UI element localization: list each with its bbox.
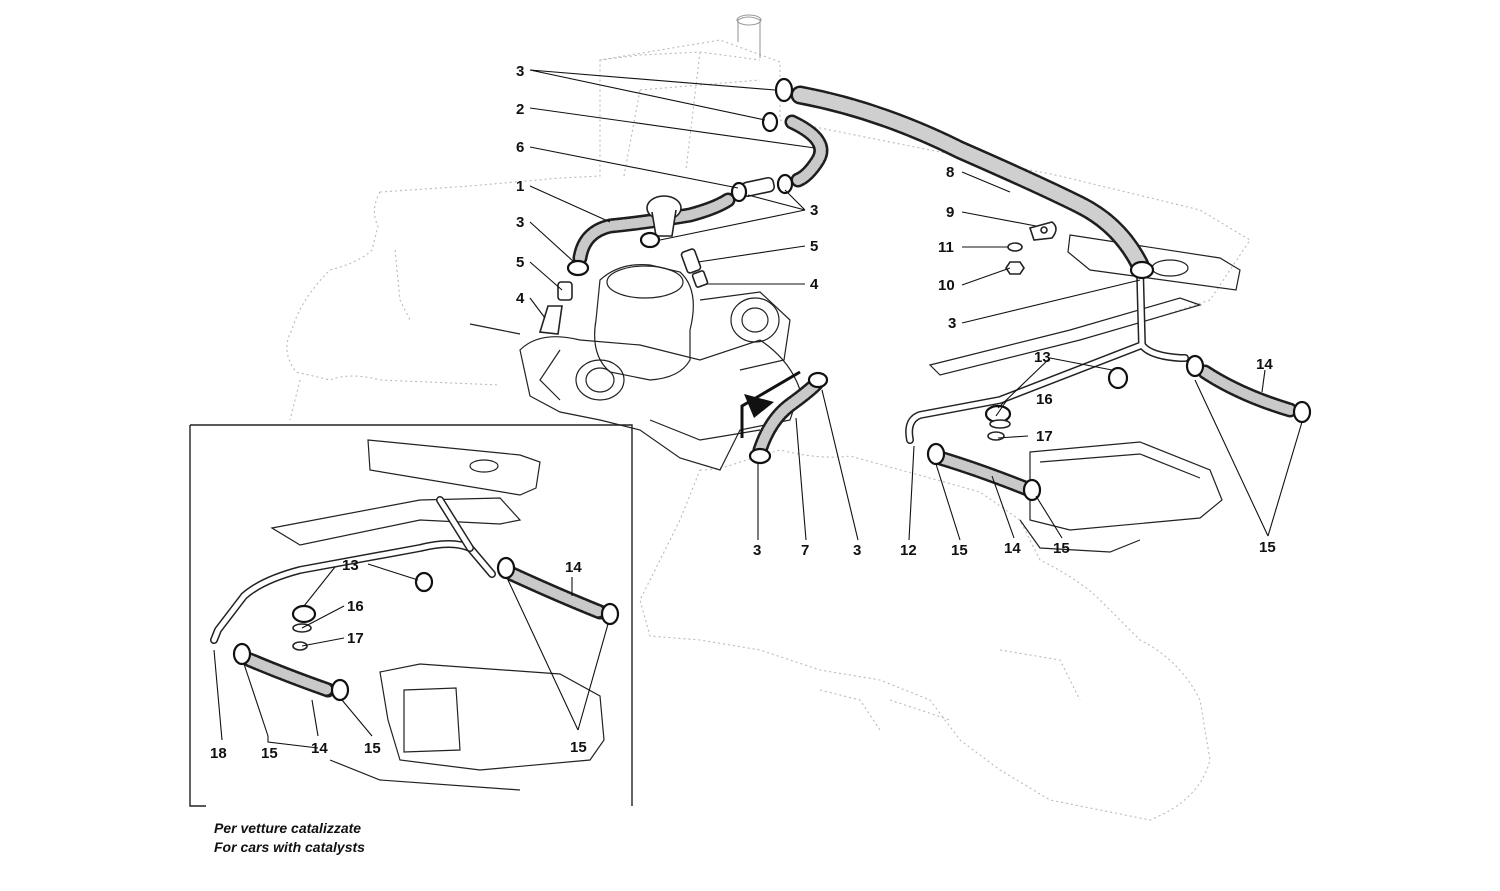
- hose-14-lower: [932, 450, 1038, 498]
- callout-14: 14: [311, 740, 328, 757]
- callout-12: 12: [900, 542, 917, 559]
- callout-15: 15: [364, 740, 381, 757]
- callout-15: 15: [1053, 540, 1070, 557]
- valve-4-right: [680, 248, 709, 288]
- hose-14-right: [1197, 364, 1298, 418]
- engine-outline: [286, 14, 1251, 821]
- hose-clamps: [566, 77, 1312, 502]
- callout-3: 3: [853, 542, 861, 559]
- hose-1: [572, 192, 736, 266]
- callout-14: 14: [1004, 540, 1021, 557]
- callout-17: 17: [1036, 428, 1053, 445]
- callout-15: 15: [570, 739, 587, 756]
- callout-15: 15: [1259, 539, 1276, 556]
- callout-8: 8: [946, 164, 954, 181]
- inset-caption-italian: Per vetture catalizzate: [214, 820, 362, 836]
- pipe-12: [905, 266, 1189, 444]
- inset-catalyst: 13 14 16 17 18 15 14 15 15: [189, 424, 633, 807]
- callout-2: 2: [516, 101, 524, 118]
- callout-14: 14: [1256, 356, 1273, 373]
- callout-4: 4: [516, 290, 525, 307]
- callout-5: 5: [810, 238, 818, 255]
- callout-6: 6: [516, 139, 524, 156]
- callout-3: 3: [948, 315, 956, 332]
- callout-17: 17: [347, 630, 364, 647]
- callout-13: 13: [1034, 349, 1051, 366]
- inset-caption-english: For cars with catalysts: [214, 839, 365, 855]
- callout-5: 5: [516, 254, 524, 271]
- callout-15: 15: [261, 745, 278, 762]
- callout-9: 9: [946, 204, 954, 221]
- tee-fitting: [646, 195, 682, 237]
- callout-15: 15: [951, 542, 968, 559]
- main-callouts: 3 2 6 1 3 5 4 3 5 4 8 9 11 10 3 13 14 16…: [516, 63, 1276, 559]
- callout-16: 16: [1036, 391, 1053, 408]
- throttle-body-assembly: [469, 263, 801, 471]
- callout-10: 10: [938, 277, 955, 294]
- bracket-9: [1005, 221, 1057, 275]
- hose-8: [790, 85, 1150, 275]
- callout-3: 3: [516, 63, 524, 80]
- callout-1: 1: [516, 178, 524, 195]
- callout-13: 13: [342, 557, 359, 574]
- callout-3: 3: [753, 542, 761, 559]
- callout-4: 4: [810, 276, 819, 293]
- leader-lines: [529, 69, 1303, 541]
- callout-16: 16: [347, 598, 364, 615]
- callout-7: 7: [801, 542, 809, 559]
- callout-3: 3: [516, 214, 524, 231]
- callout-18: 18: [210, 745, 227, 762]
- callout-14: 14: [565, 559, 582, 576]
- callout-3: 3: [810, 202, 818, 219]
- section-marker: [740, 370, 801, 438]
- hose-2: [784, 114, 829, 188]
- canister-tank: [928, 234, 1241, 553]
- valve-4-left: [538, 281, 573, 335]
- callout-11: 11: [938, 239, 954, 256]
- hose-7: [752, 376, 824, 458]
